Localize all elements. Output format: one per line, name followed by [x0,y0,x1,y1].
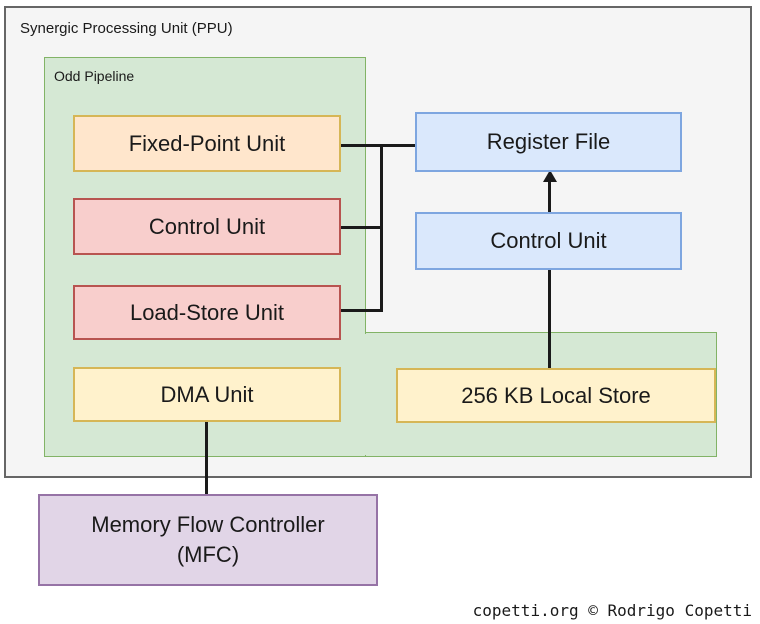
unit-label: 256 KB Local Store [461,382,651,408]
odd-pipeline-title: Odd Pipeline [54,68,135,84]
unit-control-unit-even[interactable]: Control Unit [415,212,682,270]
unit-label: Fixed-Point Unit [128,130,286,156]
unit-memory-flow-controller[interactable]: Memory Flow Controller (MFC) [38,494,378,586]
unit-label: Register File [486,129,611,154]
unit-fixed-point-unit[interactable]: Fixed-Point Unit [73,115,341,172]
connector-bus-to-register-file [380,144,417,147]
unit-label-line2: (MFC) [176,542,240,567]
connector-load-store-to-bus [341,309,383,312]
arrowhead-register-file [543,170,557,182]
unit-label: Control Unit [490,228,607,253]
pipeline-region-seam [365,334,367,455]
unit-dma-unit[interactable]: DMA Unit [73,367,341,422]
unit-load-store-unit[interactable]: Load-Store Unit [73,285,341,340]
ppu-title: Synergic Processing Unit (PPU) [20,20,233,37]
connector-dma-to-mfc [205,422,208,495]
unit-label-block: Memory Flow Controller (MFC) [91,510,325,570]
unit-label: DMA Unit [160,381,254,407]
unit-label: Load-Store Unit [129,299,285,325]
unit-local-store[interactable]: 256 KB Local Store [396,368,716,423]
connector-control-even-to-register-file [548,180,551,212]
unit-label-line1: Memory Flow Controller [91,512,325,537]
connector-local-store-to-control-even [548,270,551,368]
attribution-text: copetti.org © Rodrigo Copetti [472,601,752,620]
unit-register-file[interactable]: Register File [415,112,682,172]
unit-label: Control Unit [148,213,266,239]
connector-control-odd-to-bus [341,226,383,229]
connector-fixed-point-to-bus [341,144,384,147]
unit-control-unit-odd[interactable]: Control Unit [73,198,341,255]
